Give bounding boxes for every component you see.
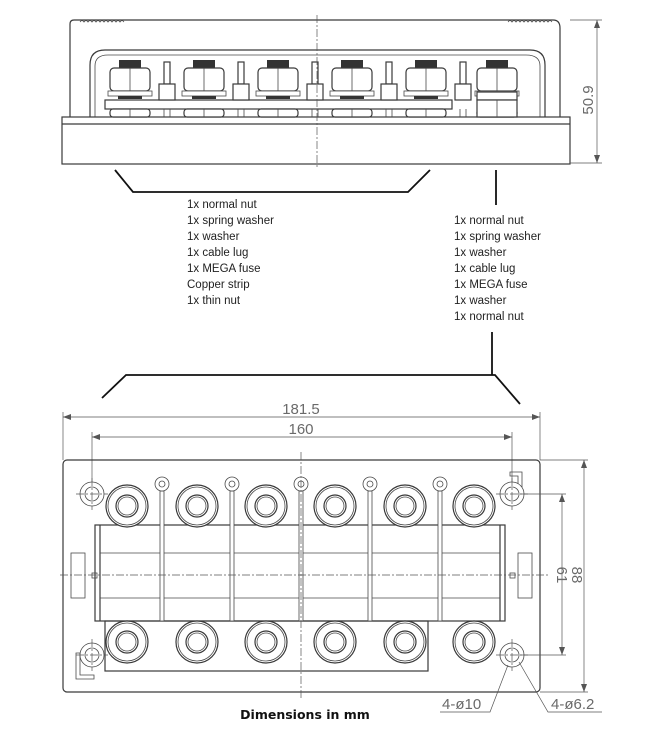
side-tab-left [70,552,86,599]
bottom-bracket [101,374,521,405]
ring-terminal-icon [432,476,448,492]
height-label: 50.9 [580,85,597,114]
side-stud [181,60,227,118]
caption: Dimensions in mm [240,707,370,722]
part-item: 1x washer [454,247,507,259]
side-stud [107,60,153,118]
side-view: 50.9 [61,15,602,168]
side-divider-post [158,61,176,117]
ring-terminal-icon [224,476,240,492]
side-studs [107,60,520,118]
part-item: 1x washer [187,231,240,243]
stud-terminal [244,484,288,528]
part-item: 1x MEGA fuse [454,279,528,291]
part-item: 1x spring washer [187,215,274,227]
stud-terminal [383,620,427,664]
stud-terminal [452,484,496,528]
grip-left [79,19,125,23]
side-divider-post [306,61,324,117]
stud-terminal [175,620,219,664]
part-item: 1x normal nut [454,311,524,323]
fuse-divider [362,476,378,622]
part-item: Copper strip [187,279,250,291]
part-item: 1x thin nut [187,295,241,307]
ring-terminal-icon [362,476,378,492]
mounting-hole [496,639,528,671]
part-item: 1x normal nut [187,199,257,211]
outer-hole-label: 4-ø10 [442,696,481,713]
fuse-divider [154,476,170,622]
overall-height-label: 88 [568,567,585,584]
side-divider-post [454,61,472,117]
overall-width-label: 181.5 [282,401,320,418]
stud-terminal [383,484,427,528]
cover-inner [89,49,546,117]
left-group-bracket [114,169,431,193]
cover-outline [69,19,561,117]
inner-hole-label: 4-ø6.2 [551,696,594,713]
hole-spacing-width-label: 160 [288,421,313,438]
part-item: 1x washer [454,295,507,307]
part-item: 1x cable lug [187,247,249,259]
top-view-studs [105,484,496,664]
side-divider-post [380,61,398,117]
part-item: 1x normal nut [454,215,524,227]
inner-hole-leader [518,661,602,713]
base-plate [61,116,571,165]
side-divider-post [232,61,250,117]
side-tab-right [517,552,533,599]
stud-terminal [244,620,288,664]
ring-terminal-icon [154,476,170,492]
block-body [62,459,541,693]
part-item: 1x spring washer [454,231,541,243]
fuse-divider [432,476,448,622]
copper-strip [104,99,453,110]
part-item: 1x cable lug [454,263,516,275]
mounting-hole [496,478,528,510]
leaders [101,169,521,405]
side-stud [474,60,520,118]
outer-hole-leader [440,664,509,713]
side-stud [255,60,301,118]
left-group-parts-list: 1x normal nut 1x spring washer 1x washer 1x… [187,197,274,309]
fuse-divider [224,476,240,622]
hole-spacing-height-label: 61 [553,567,570,584]
mounting-hole [76,478,108,510]
stud-terminal [105,620,149,664]
mounting-holes [76,478,528,671]
right-stud-parts-list: 1x normal nut 1x spring washer 1x washer 1x… [454,213,541,325]
stud-terminal [175,484,219,528]
grip-right [507,19,553,23]
top-view: 181.5 160 [60,401,602,713]
stud-terminal [452,620,496,664]
part-item: 1x MEGA fuse [187,263,261,275]
stud-terminal [313,620,357,664]
stud-terminal [105,484,149,528]
stud-terminal [313,484,357,528]
mounting-hole [76,639,108,671]
side-stud [329,60,375,118]
side-stud [403,60,449,118]
